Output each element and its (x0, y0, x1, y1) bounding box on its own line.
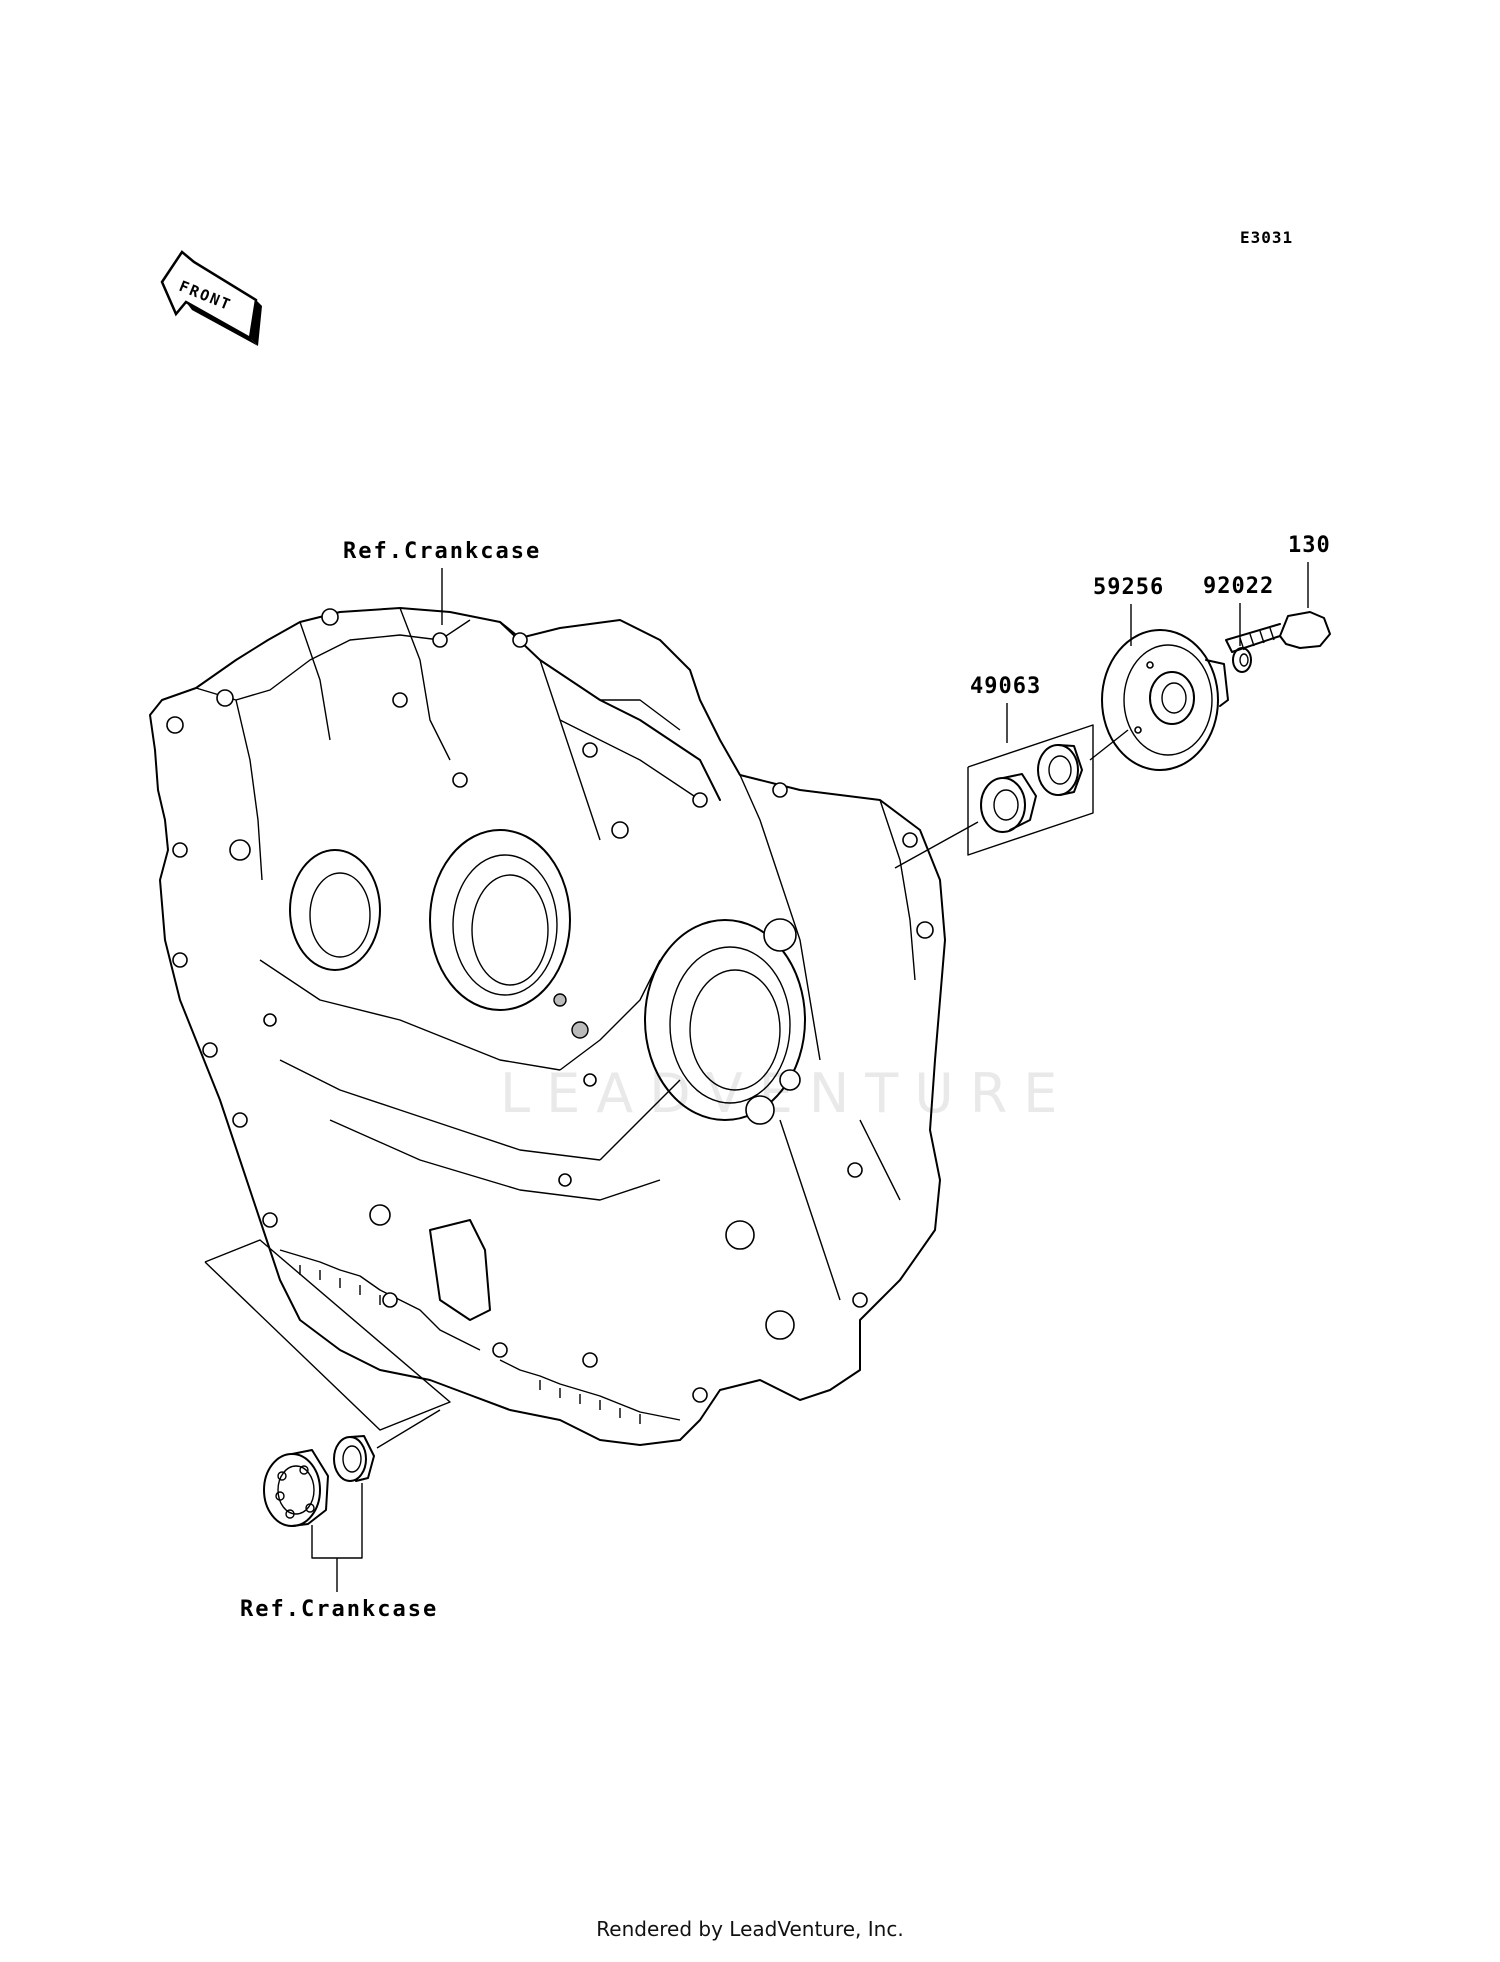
seal-set-frame (967, 724, 1094, 856)
bearing-icon (263, 1449, 329, 1527)
small-seal-icon (333, 1435, 375, 1482)
part-number-130: 130 (1288, 533, 1331, 558)
seal-icon (980, 744, 1083, 833)
washer-icon (1232, 647, 1252, 673)
leader-seal-to-case (894, 821, 979, 869)
leader-seal-to-bracket (376, 1409, 441, 1449)
front-arrow-icon: FRONT (160, 250, 262, 346)
bearing-bracket (204, 1239, 451, 1431)
cover-icon (1101, 629, 1229, 771)
part-number-92022: 92022 (1203, 574, 1274, 599)
leader-cover-to-seal (1089, 729, 1129, 761)
diagram-code: E3031 (1240, 228, 1293, 247)
ref-crankcase-top: Ref.Crankcase (343, 539, 541, 564)
part-number-49063: 49063 (970, 674, 1041, 699)
part-number-59256: 59256 (1093, 575, 1164, 600)
bolt-icon (1225, 611, 1331, 653)
crankcase-illustration (149, 607, 946, 1446)
ref-crankcase-bottom: Ref.Crankcase (240, 1597, 438, 1622)
footer-credit: Rendered by LeadVenture, Inc. (596, 1917, 904, 1941)
